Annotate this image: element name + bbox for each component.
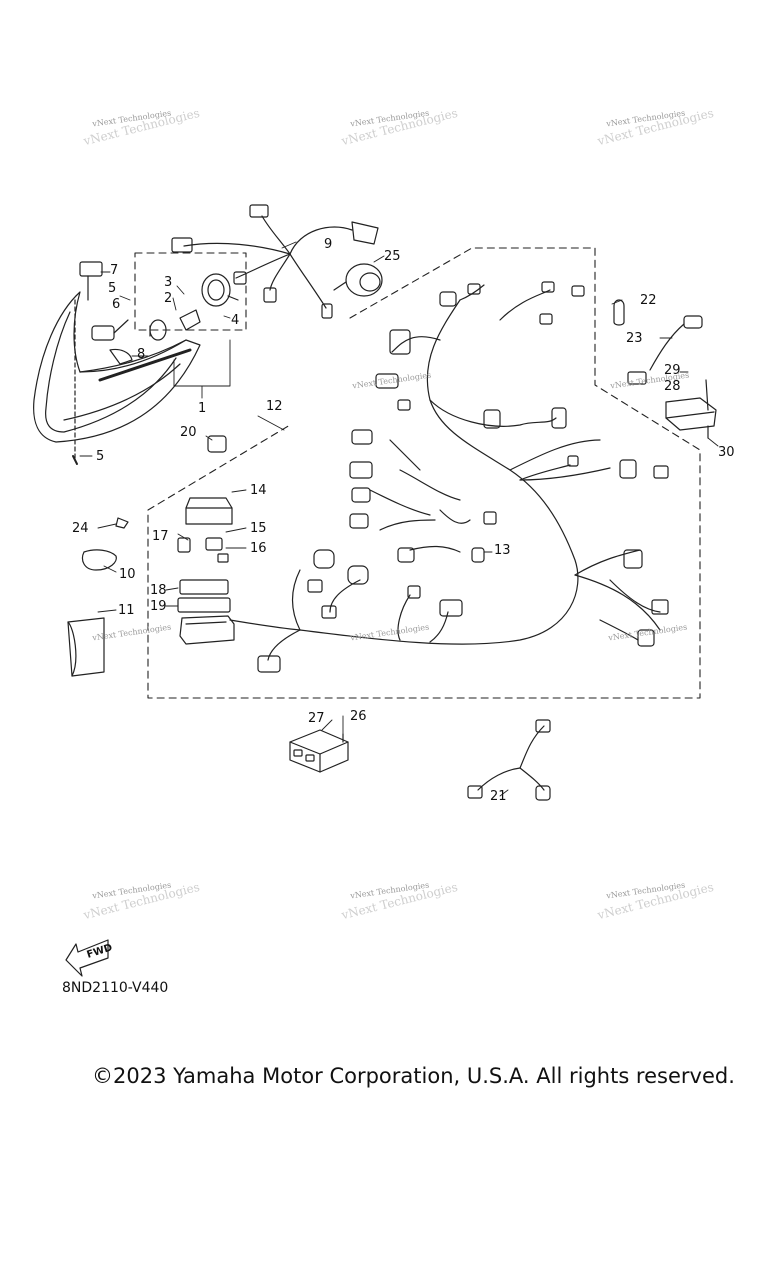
- leader-lines: [79, 241, 719, 797]
- diagram-code: 8ND2110-V440: [62, 980, 169, 996]
- copyright-notice: ©2023 Yamaha Motor Corporation, U.S.A. A…: [92, 1064, 735, 1088]
- callout-21: 21: [490, 789, 507, 804]
- callout-19: 19: [150, 599, 167, 614]
- callout-20: 20: [180, 425, 197, 440]
- main-harness-group-box: [147, 247, 701, 699]
- callout-28: 28: [664, 379, 681, 394]
- callout-23: 23: [626, 331, 643, 346]
- callout-26: 26: [350, 709, 367, 724]
- callout-24: 24: [72, 521, 89, 536]
- callout-27: 27: [308, 711, 325, 726]
- callout-16: 16: [250, 541, 267, 556]
- callout-10: 10: [119, 567, 136, 582]
- dashed-boundaries: [134, 247, 701, 699]
- relay-and-fuse-box: [177, 435, 235, 645]
- sub-harness-21: [467, 719, 551, 801]
- callout-15: 15: [250, 521, 267, 536]
- callout-7: 7: [110, 263, 119, 278]
- callout-8: 8: [137, 347, 146, 362]
- main-wire-harness: [229, 281, 669, 673]
- fwd-arrow: FWD: [65, 939, 114, 977]
- callout-29: 29: [664, 363, 681, 378]
- callout-2: 2: [164, 291, 173, 306]
- headlight-assembly: [33, 261, 201, 465]
- right-side-parts: [613, 299, 717, 439]
- callout-18: 18: [150, 583, 167, 598]
- callout-5-lower: 5: [96, 449, 105, 464]
- callout-5-upper: 5: [108, 281, 117, 296]
- callout-11: 11: [118, 603, 135, 618]
- small-parts-left: [67, 517, 129, 677]
- callout-12: 12: [266, 399, 283, 414]
- callout-17: 17: [152, 529, 169, 544]
- sub-harness-9: [171, 204, 379, 319]
- callout-9: 9: [324, 237, 333, 252]
- headlight-bulb-group-box: [134, 252, 247, 331]
- callout-25: 25: [384, 249, 401, 264]
- callout-6: 6: [112, 297, 121, 312]
- module-27: [289, 729, 349, 773]
- callout-13: 13: [494, 543, 511, 558]
- callout-4: 4: [231, 313, 240, 328]
- callout-14: 14: [250, 483, 267, 498]
- horn-25: [333, 263, 383, 297]
- callout-3: 3: [164, 275, 173, 290]
- bulb-parts: [149, 273, 239, 341]
- callout-1: 1: [198, 401, 207, 416]
- callout-30: 30: [718, 445, 735, 460]
- callout-22: 22: [640, 293, 657, 308]
